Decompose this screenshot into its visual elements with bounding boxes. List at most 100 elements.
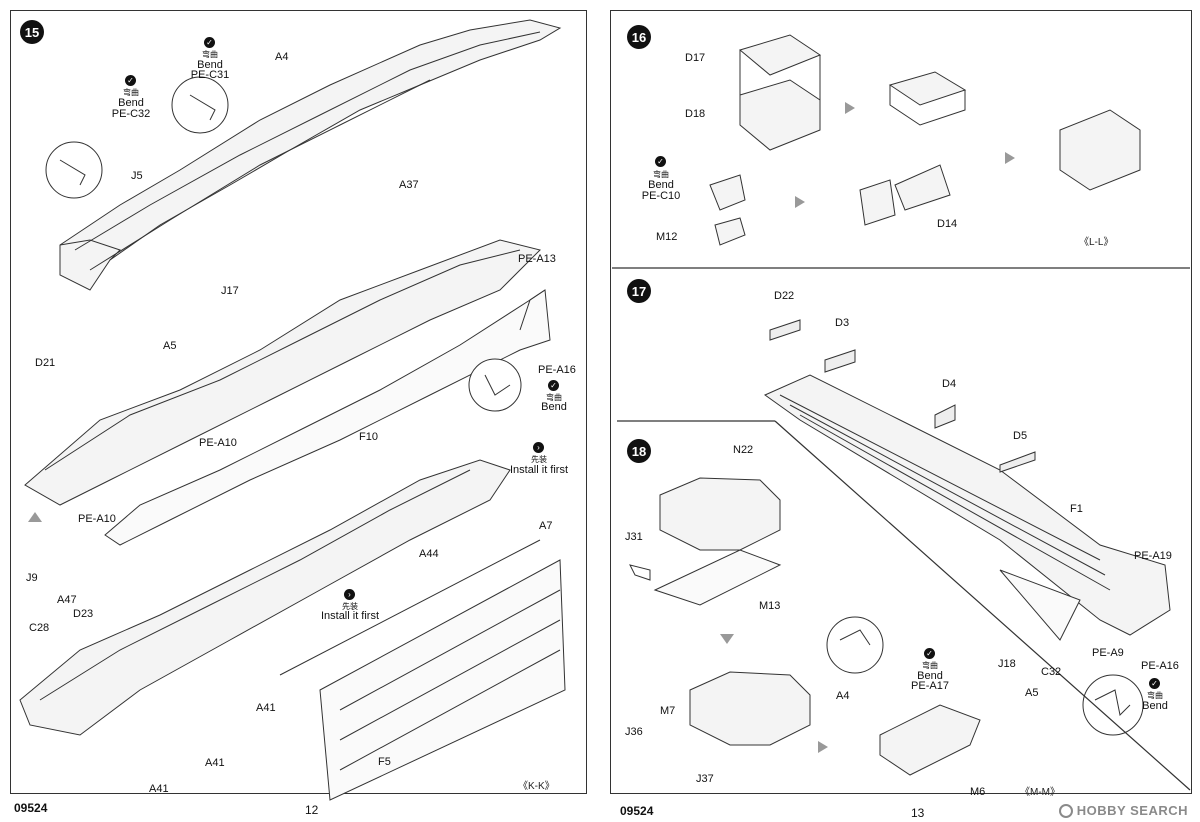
part-label-j18: J18 xyxy=(998,658,1016,670)
bend-label: Bend xyxy=(118,97,144,109)
part-label-pe-a10: PE-A10 xyxy=(78,513,116,525)
part-label-j17: J17 xyxy=(221,285,239,297)
part-label-pe-a16: PE-A16 xyxy=(538,364,576,376)
part-label-m13: M13 xyxy=(759,600,781,612)
arrow-right-icon xyxy=(818,741,828,753)
detail-pe-c32 xyxy=(45,141,103,199)
arrow-right-icon xyxy=(845,102,855,114)
part-label-a7: A7 xyxy=(539,520,553,532)
part-label-a41: A41 xyxy=(256,702,276,714)
detail-pe-c31 xyxy=(171,76,229,134)
install-first-label: Install it first xyxy=(509,464,569,476)
bend-label: Bend xyxy=(197,59,223,71)
step17-frame xyxy=(763,319,1171,641)
step-number-badge: 15 xyxy=(20,20,44,44)
part-label-a44: A44 xyxy=(419,548,439,560)
check-icon: ✓ xyxy=(204,37,215,48)
step-number-badge: 16 xyxy=(627,25,651,49)
part-label-d21: D21 xyxy=(35,357,56,369)
hobby-search-logo-icon xyxy=(1058,803,1073,818)
part-label-a4: A4 xyxy=(836,690,850,702)
bend-label-cn: 弯曲 xyxy=(922,661,938,670)
part-label-pe-a17: PE-A17 xyxy=(911,680,949,692)
view-label-l-l: 《L-L》 xyxy=(1079,237,1114,248)
part-label-pe-c32: PE-C32 xyxy=(111,108,151,120)
view-label-k-k: 《K-K》 xyxy=(518,781,555,792)
part-label-d5: D5 xyxy=(1013,430,1028,442)
part-label-pe-a9: PE-A9 xyxy=(1092,647,1124,659)
bend-label-cn: 弯曲 xyxy=(123,88,139,97)
part-label-a41: A41 xyxy=(205,757,225,769)
part-label-n22: N22 xyxy=(733,444,754,456)
part-label-d18: D18 xyxy=(685,108,706,120)
beam-bottom xyxy=(19,459,566,801)
bend-label: Bend xyxy=(648,179,674,191)
part-label-pe-a16: PE-A16 xyxy=(1141,660,1179,672)
part-label-j36: J36 xyxy=(625,726,643,738)
part-label-d14: D14 xyxy=(937,218,958,230)
arrow-right-icon xyxy=(1005,152,1015,164)
part-label-d17: D17 xyxy=(685,52,706,64)
part-label-pe-c31: PE-C31 xyxy=(190,69,230,81)
step16-parts xyxy=(709,34,1141,246)
part-label-a5: A5 xyxy=(1025,687,1039,699)
install-first-label-cn: 先装 xyxy=(531,455,547,464)
page-number: 12 xyxy=(305,803,319,817)
kit-number: 09524 xyxy=(620,804,654,818)
view-label-m-m: 《M-M》 xyxy=(1020,787,1060,798)
part-label-j9: J9 xyxy=(26,572,38,584)
install-first-label-cn: 先装 xyxy=(342,602,358,611)
bend-label: Bend xyxy=(1142,700,1168,712)
part-label-a47: A47 xyxy=(57,594,77,606)
arrow-right-icon: › xyxy=(344,589,355,600)
part-label-m6: M6 xyxy=(970,786,986,798)
bend-label-cn: 弯曲 xyxy=(546,393,562,402)
part-label-f5: F5 xyxy=(378,756,391,768)
arrow-right-icon xyxy=(795,196,805,208)
part-label-c32: C32 xyxy=(1041,666,1062,678)
bend-label: Bend xyxy=(917,670,943,682)
flow-arrows xyxy=(28,102,1015,753)
install-first-label: Install it first xyxy=(320,610,380,622)
part-label-d3: D3 xyxy=(835,317,850,329)
watermark-text: HOBBY SEARCH xyxy=(1076,803,1188,818)
part-label-pe-a10: PE-A10 xyxy=(199,437,237,449)
part-label-m7: M7 xyxy=(660,705,676,717)
detail-pe-a16 xyxy=(468,358,522,412)
part-label-f1: F1 xyxy=(1070,503,1083,515)
part-label-a41: A41 xyxy=(149,783,169,795)
bend-label-cn: 弯曲 xyxy=(653,170,669,179)
page-number: 13 xyxy=(911,806,925,820)
part-label-c28: C28 xyxy=(29,622,50,634)
check-icon: ✓ xyxy=(1149,678,1160,689)
check-icon: ✓ xyxy=(125,75,136,86)
part-label-d4: D4 xyxy=(942,378,957,390)
arrow-down-icon xyxy=(720,634,734,644)
step-number-badge: 17 xyxy=(627,279,651,303)
watermark: HOBBY SEARCH xyxy=(1058,803,1188,818)
bend-label-cn: 弯曲 xyxy=(202,50,218,59)
part-label-pe-a19: PE-A19 xyxy=(1134,550,1172,562)
part-label-d23: D23 xyxy=(73,608,94,620)
part-label-m12: M12 xyxy=(656,231,678,243)
part-label-d22: D22 xyxy=(774,290,795,302)
check-icon: ✓ xyxy=(924,648,935,659)
check-icon: ✓ xyxy=(548,380,559,391)
check-icon: ✓ xyxy=(655,156,666,167)
part-label-a4: A4 xyxy=(275,51,289,63)
beam-top xyxy=(59,19,562,291)
step18-divider xyxy=(774,420,1191,791)
part-label-a37: A37 xyxy=(399,179,419,191)
detail-step17-bend xyxy=(1082,674,1144,736)
part-label-j37: J37 xyxy=(696,773,714,785)
detail-pe-a17 xyxy=(826,616,884,674)
bend-label: Bend xyxy=(541,401,567,413)
part-label-j5: J5 xyxy=(131,170,143,182)
step18-parts xyxy=(629,477,981,776)
part-label-pe-c10: PE-C10 xyxy=(641,190,681,202)
beam-middle xyxy=(24,239,551,546)
part-label-pe-a13: PE-A13 xyxy=(518,253,556,265)
arrow-up-icon xyxy=(28,512,42,522)
step-number-badge: 18 xyxy=(627,439,651,463)
